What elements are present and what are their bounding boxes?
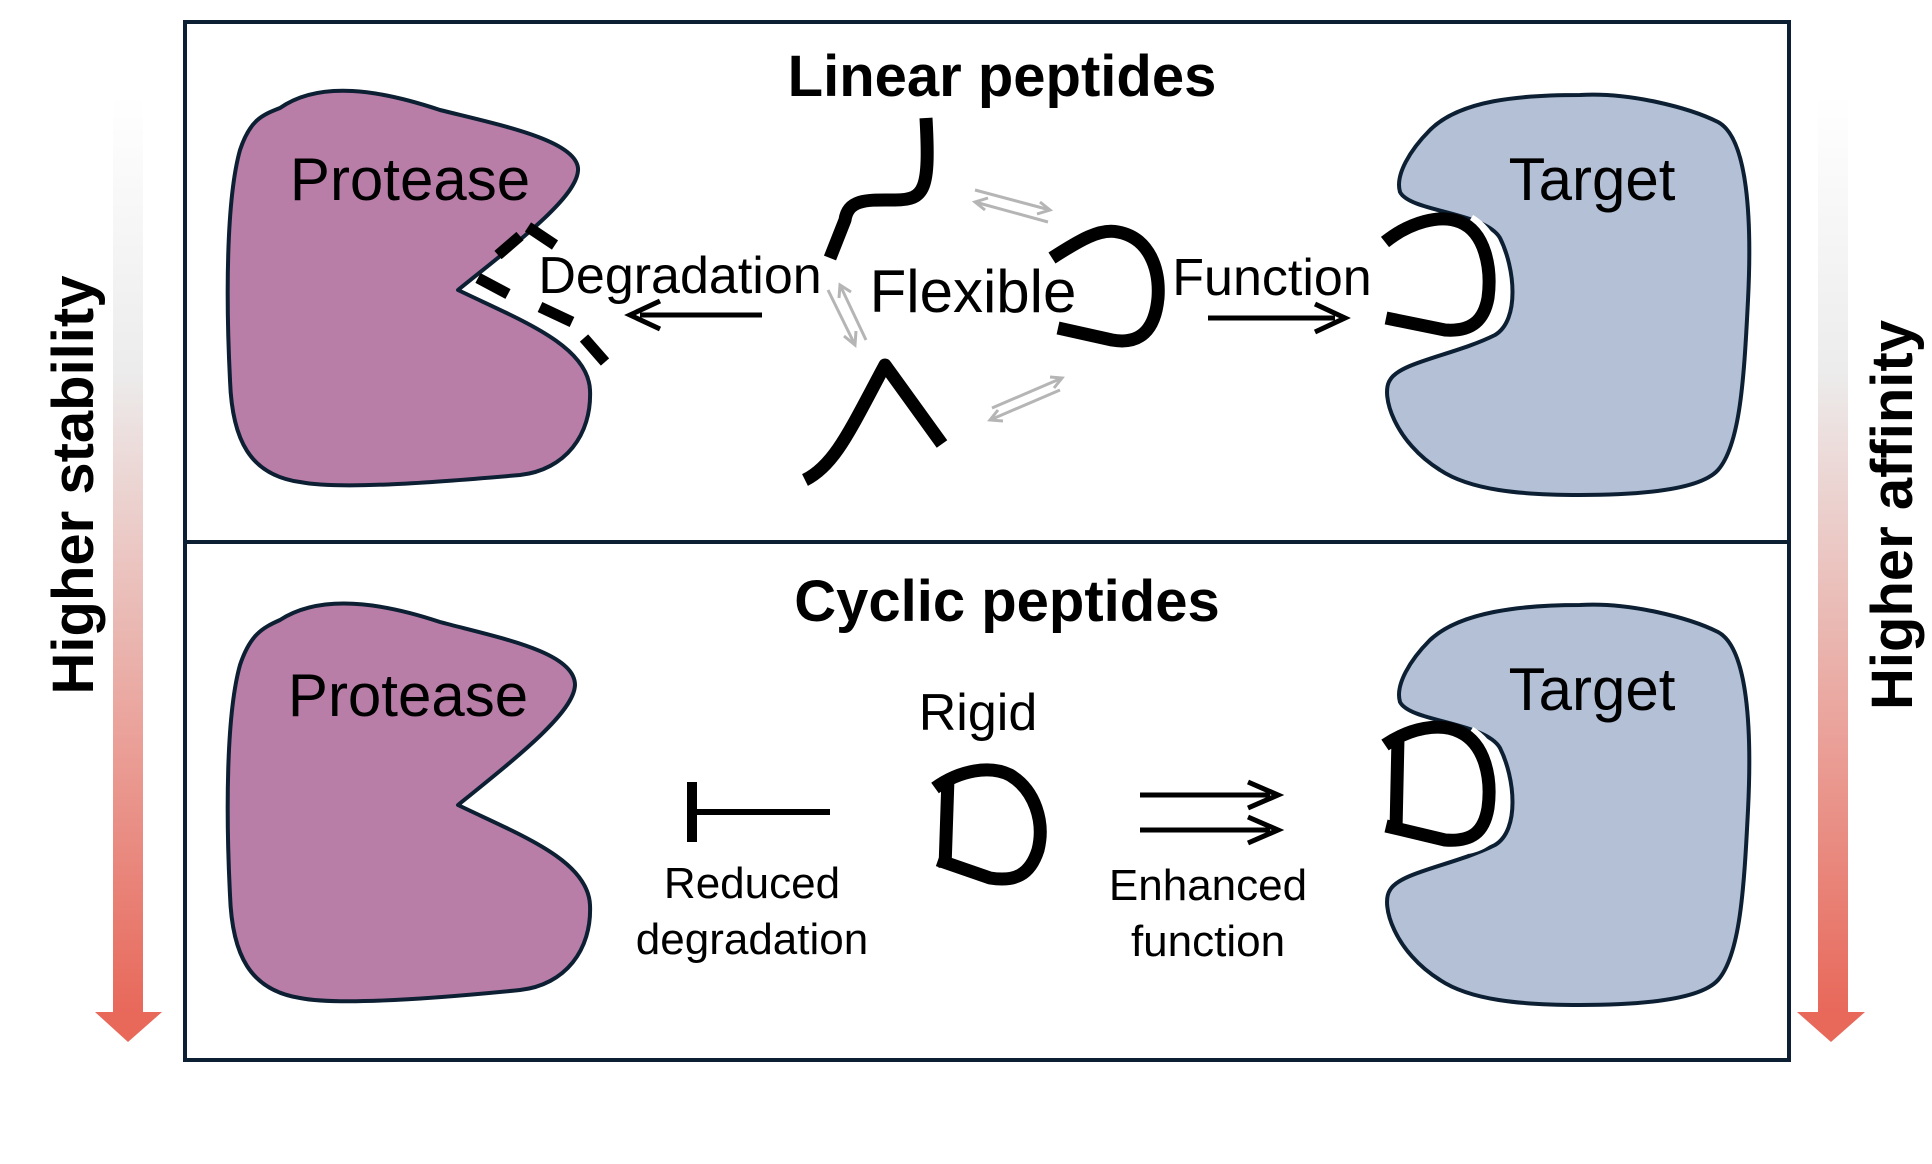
degradation-arrow: [624, 298, 762, 332]
bound-linear-peptide: [1380, 212, 1496, 337]
bound-cyclic-peptide: [1381, 720, 1496, 847]
reduced-degradation-line2: degradation: [636, 915, 868, 964]
equilibrium-arrows-left: [826, 282, 868, 348]
linear-peptide-wavy: [823, 117, 934, 261]
left-stability-arrow: [95, 95, 162, 1042]
protease-shape-bottom: [225, 601, 593, 1004]
linear-peptide-kinked: [801, 358, 948, 486]
equilibrium-arrows-upper-right: [971, 188, 1054, 224]
enhanced-function-line2: function: [1131, 917, 1285, 966]
peptide-fragments: [475, 222, 610, 366]
right-affinity-arrow: [1797, 95, 1865, 1042]
bottom-panel-title: Cyclic peptides: [794, 569, 1219, 634]
linear-peptide-looped: [1048, 224, 1165, 348]
target-pocket-highlight-bottom: [1466, 726, 1509, 854]
inhibition-symbol: [687, 782, 830, 842]
protease-shape-top: [225, 88, 593, 488]
flexible-label: Flexible: [870, 258, 1077, 325]
rigid-cyclic-peptide: [931, 763, 1047, 886]
rigid-label: Rigid: [919, 684, 1038, 742]
enhanced-double-arrow: [1140, 779, 1285, 846]
enhanced-function-line1: Enhanced: [1109, 861, 1307, 910]
left-axis-label: Higher stability: [41, 276, 106, 695]
degradation-label: Degradation: [538, 247, 821, 305]
target-label-top: Target: [1509, 146, 1676, 213]
reduced-degradation-line1: Reduced: [664, 859, 840, 908]
target-shape-bottom: [1385, 602, 1752, 1007]
function-label: Function: [1172, 249, 1371, 307]
target-label-bottom: Target: [1509, 656, 1676, 723]
equilibrium-arrows-lower-right: [987, 375, 1065, 423]
top-panel-title: Linear peptides: [788, 44, 1217, 109]
protease-label-top: Protease: [290, 146, 530, 213]
target-shape-top: [1385, 92, 1752, 497]
right-axis-label: Higher affinity: [1860, 320, 1925, 710]
protease-label-bottom: Protease: [288, 662, 528, 729]
target-pocket-highlight-top: [1466, 214, 1509, 342]
function-arrow: [1208, 301, 1351, 335]
